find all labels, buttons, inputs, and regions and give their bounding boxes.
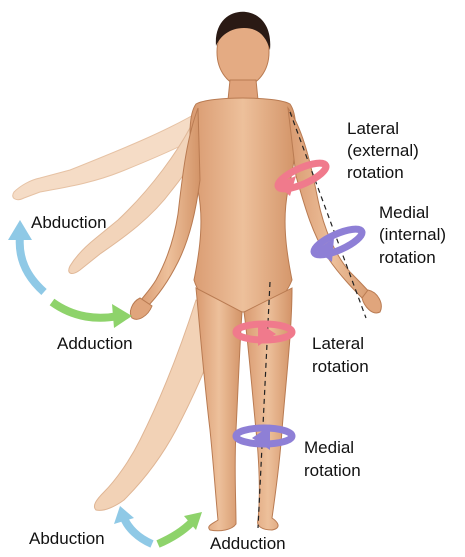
leg-lateral-label-line1: Lateral	[312, 333, 364, 354]
leg-medial-rotation-arrow	[236, 426, 292, 450]
leg-lateral-label-line2: rotation	[312, 356, 369, 377]
arm-lateral-label-line1: Lateral	[347, 118, 399, 139]
arm-lateral-label-line2: (external)	[347, 140, 419, 161]
arm-medial-label-line3: rotation	[379, 247, 436, 268]
arm-adduction-label: Adduction	[57, 333, 133, 354]
leg-abduction-label: Abduction	[29, 528, 105, 549]
arm-medial-label-line1: Medial	[379, 202, 429, 223]
arm-medial-label-line2: (internal)	[379, 224, 446, 245]
arm-adduction-arrow	[52, 302, 132, 328]
leg-adduction-arrow	[158, 512, 202, 544]
leg-adduction-label: Adduction	[210, 533, 286, 554]
arm-abduction-label: Abduction	[31, 212, 107, 233]
leg-medial-label-line1: Medial	[304, 437, 354, 458]
leg-abduction-arrow	[114, 506, 152, 544]
arm-lateral-label-line3: rotation	[347, 162, 404, 183]
leg-medial-label-line2: rotation	[304, 460, 361, 481]
